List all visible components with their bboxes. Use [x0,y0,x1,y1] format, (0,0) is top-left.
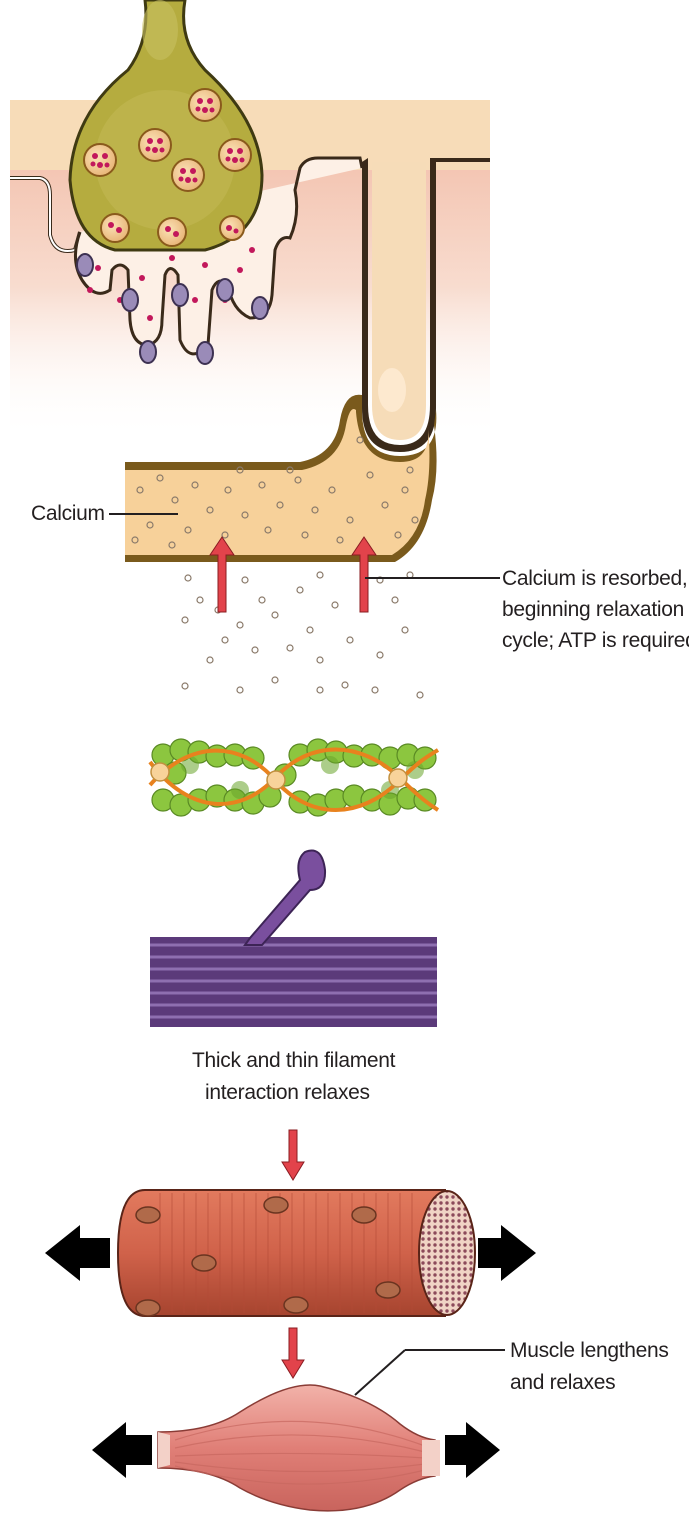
myosin-head [245,850,325,945]
filament-label-line2: interaction relaxes [205,1079,370,1106]
resorbed-label-line3: cycle; ATP is required [502,627,689,654]
whole-muscle [158,1350,505,1511]
muscle-label-line1: Muscle lengthens [510,1337,669,1364]
down-arrow-2 [282,1328,304,1378]
resorbed-label-line1: Calcium is resorbed, [502,565,687,592]
muscle-fiber [118,1190,475,1316]
resorbed-label-line2: beginning relaxation [502,596,684,623]
muscle-label-line2: and relaxes [510,1369,615,1396]
calcium-label: Calcium [31,500,105,527]
muscle-leader-line [355,1350,405,1395]
fiber-cross-section [419,1191,475,1315]
thin-filament [150,739,438,816]
thick-filament [150,850,437,1027]
down-arrow-1 [282,1130,304,1180]
filament-label-line1: Thick and thin filament [192,1047,395,1074]
neuromuscular-junction [10,0,490,452]
sarcoplasmic-reticulum [109,395,500,698]
